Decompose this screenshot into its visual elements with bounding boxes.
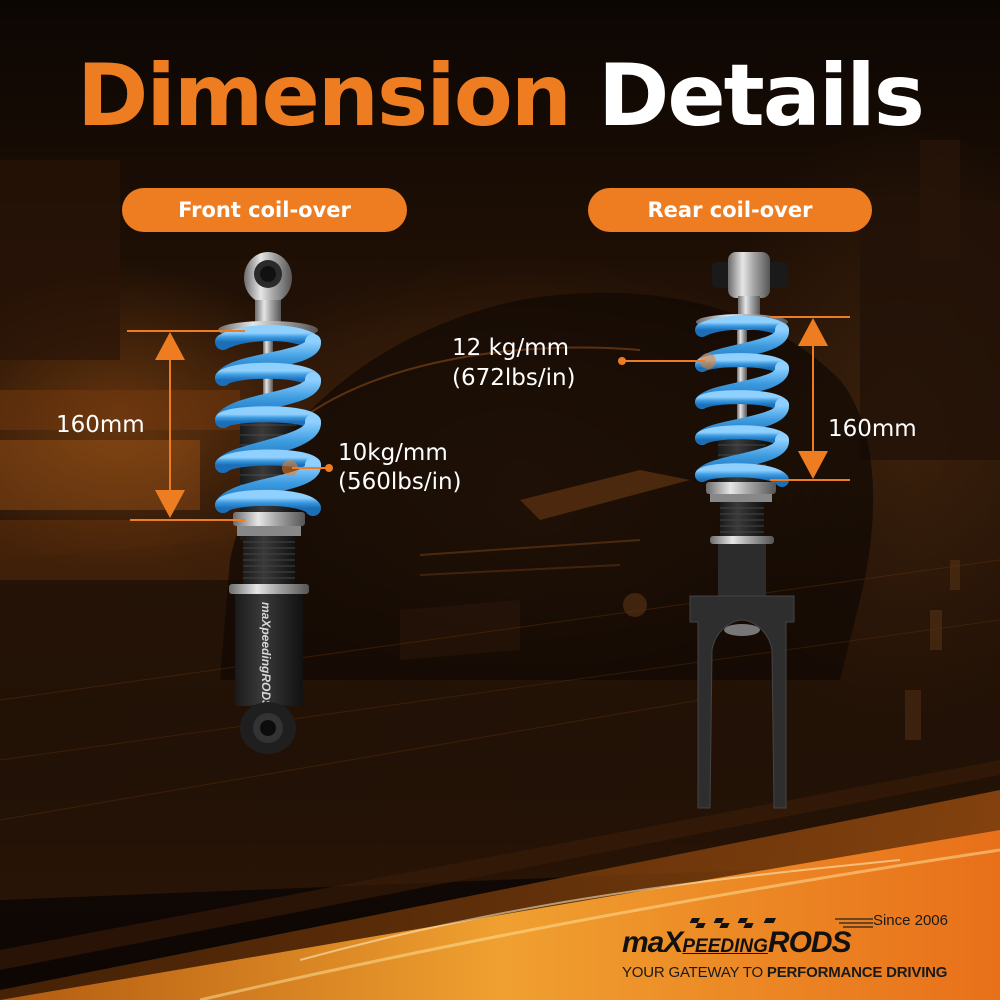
- rear-coilover-image: [689, 252, 795, 809]
- tagline-regular: YOUR GATEWAY TO: [622, 964, 767, 981]
- front-spring-callout-dot: [325, 464, 333, 472]
- front-coilover-badge: Front coil-over: [122, 188, 407, 232]
- front-dimension-top-line: [127, 330, 245, 332]
- page-title: Dimension Details: [0, 46, 1000, 146]
- rear-coilover-badge: Rear coil-over: [588, 188, 872, 232]
- arrow-up-icon: [798, 318, 828, 346]
- brand-tagline: YOUR GATEWAY TO PERFORMANCE DRIVING: [622, 964, 947, 981]
- rear-spring-callout-dot: [618, 357, 626, 365]
- checkered-flag-icon: [689, 918, 776, 928]
- brand-since: Since 2006: [872, 912, 948, 929]
- front-spring-rate-line1: 10kg/mm: [338, 440, 448, 466]
- rear-dimension-top-line: [770, 316, 850, 318]
- arrow-down-icon: [798, 451, 828, 479]
- rear-dimension-arrow-shaft: [812, 344, 814, 452]
- rear-spring-rate-line2: (672lbs/in): [452, 365, 576, 391]
- shock-branding: maXpeedingRODS: [259, 602, 273, 708]
- front-spring-callout-line: [292, 467, 327, 469]
- brand-name-part3: RODS: [767, 926, 852, 959]
- brand-name-part1: maX: [622, 926, 683, 959]
- title-word-dimension: Dimension: [77, 46, 572, 146]
- front-length-label: 160mm: [56, 412, 145, 438]
- rear-spring-rate-line1: 12 kg/mm: [452, 335, 570, 361]
- rear-spring-callout-marker: [700, 353, 716, 369]
- speed-lines-icon: [835, 918, 873, 928]
- title-word-details: Details: [597, 46, 925, 146]
- front-spring-rate-line2: (560lbs/in): [338, 469, 462, 495]
- rear-length-label: 160mm: [828, 416, 917, 442]
- brand-logo: Since 2006 maXPEEDINGRODS YOUR GATEWAY T…: [620, 912, 950, 984]
- rear-spring-callout-line: [625, 360, 705, 362]
- front-dimension-arrow-shaft: [169, 358, 171, 492]
- arrow-up-icon: [155, 332, 185, 360]
- brand-name-part2: PEEDING: [682, 936, 768, 957]
- front-dimension-bottom-line: [130, 519, 245, 521]
- rear-dimension-bottom-line: [770, 479, 850, 481]
- brand-name: maXPEEDINGRODS: [622, 926, 852, 960]
- tagline-bold: PERFORMANCE DRIVING: [766, 964, 948, 981]
- front-spring-callout-marker: [282, 460, 298, 476]
- front-coilover-image: maXpeedingRODS: [215, 252, 321, 754]
- arrow-down-icon: [155, 490, 185, 518]
